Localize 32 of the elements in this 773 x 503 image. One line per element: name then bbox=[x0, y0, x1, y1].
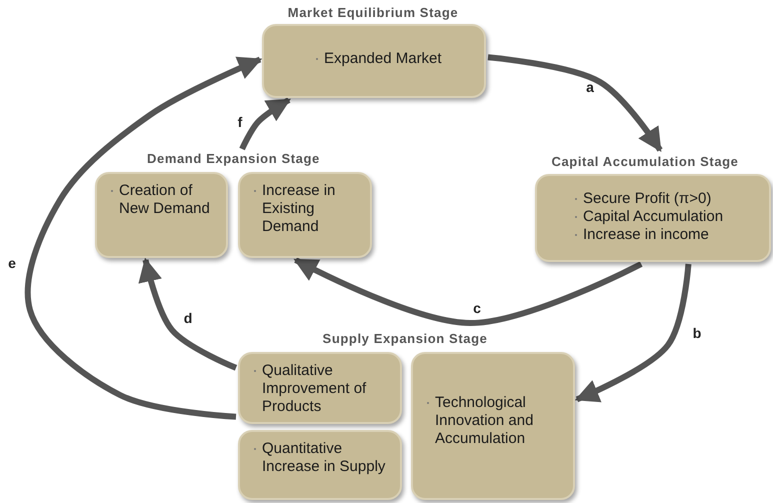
box-text: Capital Accumulation bbox=[583, 208, 724, 225]
stage-box bbox=[411, 352, 575, 500]
box-text: Increase in Existing Demand bbox=[262, 182, 336, 235]
edge-label: c bbox=[473, 300, 481, 316]
curved-arrow bbox=[239, 97, 291, 150]
stage-box bbox=[238, 352, 402, 424]
stage-heading: Market Equilibrium Stage bbox=[288, 5, 458, 21]
stage-box bbox=[238, 172, 372, 258]
stage-box bbox=[262, 24, 486, 98]
edge-label: b bbox=[692, 325, 702, 341]
edge-label: d bbox=[184, 310, 192, 326]
box-text: Quantitative Increase in Supply bbox=[262, 440, 386, 475]
box-text: Qualitative Improvement of Products bbox=[262, 362, 366, 415]
edge-label: a bbox=[586, 79, 594, 95]
stage-heading: Demand Expansion Stage bbox=[147, 151, 320, 167]
curved-arrow bbox=[138, 258, 238, 371]
curved-arrow bbox=[24, 56, 262, 420]
curved-arrow bbox=[488, 54, 663, 152]
box-text: Secure Profit (π>0) bbox=[583, 190, 712, 207]
stage-box bbox=[535, 174, 771, 262]
curved-arrow bbox=[294, 257, 643, 326]
box-text: Technological Innovation and Accumulation bbox=[435, 394, 534, 447]
stage-box bbox=[238, 430, 402, 500]
edge-label: e bbox=[8, 255, 16, 271]
box-text: Increase in income bbox=[583, 226, 709, 243]
curved-arrow bbox=[574, 264, 692, 402]
edge-label: f bbox=[238, 114, 242, 130]
stage-heading: Capital Accumulation Stage bbox=[551, 154, 739, 170]
stage-heading: Supply Expansion Stage bbox=[322, 331, 488, 347]
stage-box bbox=[95, 172, 228, 258]
box-text: Expanded Market bbox=[324, 50, 442, 67]
box-text: Creation of New Demand bbox=[119, 182, 210, 217]
